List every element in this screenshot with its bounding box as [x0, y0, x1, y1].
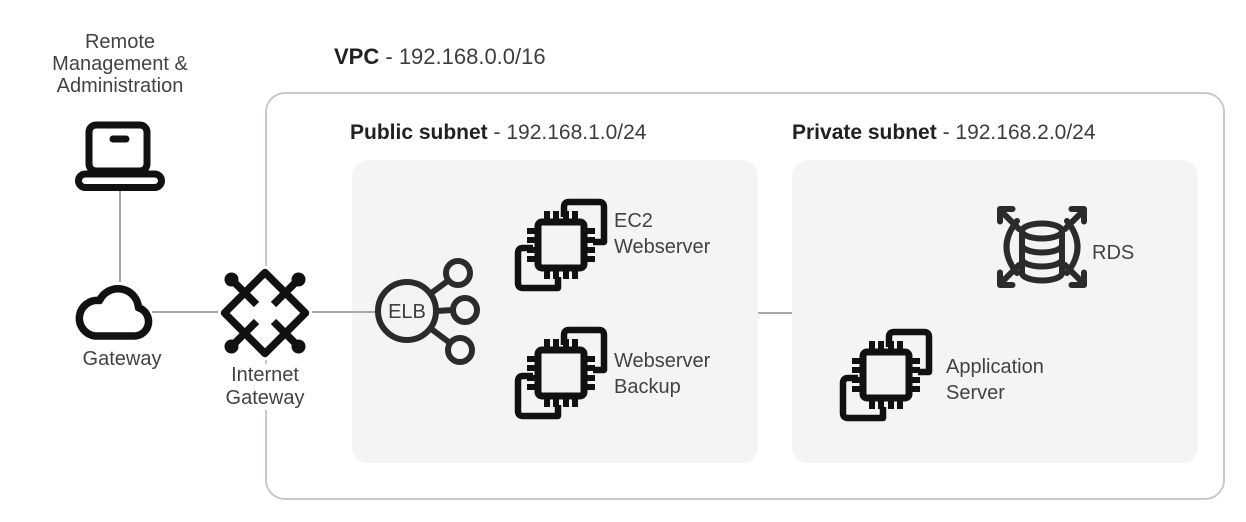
internet-gateway-label-line2: Gateway [225, 387, 305, 409]
vpc-title: VPC - 192.168.0.0/16 [334, 44, 546, 70]
connector-cloud-internet-gateway [152, 311, 222, 313]
application-server-label: Application Server [946, 354, 1044, 406]
ec2-webserver-label: EC2 Webserver [614, 208, 710, 260]
remote-management-label: Remote Management & Administration [45, 31, 195, 97]
cloud-gateway-label: Gateway [82, 348, 162, 370]
public-subnet-title: Public subnet - 192.168.1.0/24 [350, 121, 647, 145]
webserver-backup-label-line1: Webserver [614, 350, 711, 372]
application-server-label-line2: Server [946, 382, 1005, 404]
ec2-webserver-icon [514, 198, 608, 292]
private-subnet-panel [792, 160, 1198, 463]
remote-label-line2: Management & [52, 53, 188, 75]
ec2-webserver-label-line2: Webserver [614, 236, 711, 258]
remote-label-line1: Remote [84, 31, 156, 53]
private-subnet-title: Private subnet - 192.168.2.0/24 [792, 121, 1096, 145]
laptop-icon [75, 121, 165, 191]
vpc-cidr: - 192.168.0.0/16 [385, 44, 546, 69]
rds-icon [997, 206, 1087, 288]
application-server-label-line1: Application [946, 356, 1044, 378]
webserver-backup-label: Webserver Backup [614, 348, 710, 400]
webserver-backup-label-line2: Backup [614, 376, 681, 398]
rds-label: RDS [1092, 242, 1135, 264]
private-subnet-cidr: - 192.168.2.0/24 [942, 121, 1096, 144]
application-server-icon [839, 328, 933, 422]
vpc-name: VPC [334, 44, 380, 69]
ec2-webserver-label-line1: EC2 [614, 210, 653, 232]
public-subnet-name: Public subnet [350, 121, 488, 144]
public-subnet-cidr: - 192.168.1.0/24 [493, 121, 647, 144]
elb-icon: ELB [375, 258, 480, 365]
internet-gateway-icon [218, 266, 312, 360]
connector-public-private-subnet [758, 312, 792, 314]
elb-label: ELB [388, 301, 426, 323]
cloud-gateway-icon [75, 285, 153, 340]
connector-internet-gateway-elb [304, 311, 380, 313]
internet-gateway-label-line1: Internet [231, 364, 299, 386]
remote-label-line3: Administration [56, 75, 184, 97]
internet-gateway-label: Internet Gateway [205, 364, 325, 410]
connector-laptop-cloud [119, 190, 121, 282]
private-subnet-name: Private subnet [792, 121, 937, 144]
webserver-backup-icon [514, 326, 608, 420]
